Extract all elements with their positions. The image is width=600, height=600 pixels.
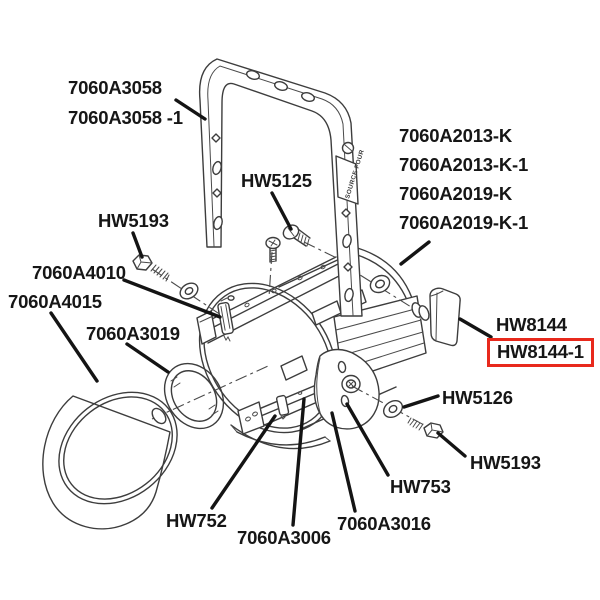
leader-7060A3058	[174, 98, 207, 121]
reflector-cone	[42, 391, 178, 530]
leader-HW753	[345, 402, 390, 477]
part-label-HW5125: HW5125	[241, 170, 312, 191]
pan-head-screw	[265, 236, 281, 263]
part-label-HW5193-lower: HW5193	[470, 452, 541, 473]
leader-HW752	[210, 414, 277, 510]
leader-7060A3016	[330, 411, 357, 513]
hw8144-knob	[411, 287, 461, 347]
washer-upper	[179, 282, 199, 300]
part-label-HW5126: HW5126	[442, 387, 513, 408]
leader-7060A3019	[125, 342, 170, 374]
leader-7060A3006	[291, 397, 306, 527]
part-label-7060A2013-K: 7060A2013-K	[399, 125, 512, 146]
part-label-HW8144: HW8144	[496, 314, 567, 335]
yoke-attach-washer	[369, 274, 391, 294]
hw5193-bolt-upper	[132, 254, 170, 282]
leader-7060A2013	[399, 240, 431, 266]
part-label-7060A2013-K-1: 7060A2013-K-1	[399, 154, 529, 175]
rail-clip-front	[217, 301, 234, 335]
part-label-7060A3058: 7060A3058	[68, 77, 162, 98]
leader-HW5125	[270, 191, 293, 231]
part-label-7060A3058-1: 7060A3058 -1	[68, 107, 183, 128]
bottom-accessory-rail	[237, 377, 339, 435]
part-label-7060A2019-K-1: 7060A2019-K-1	[399, 212, 529, 233]
part-label-7060A3016: 7060A3016	[337, 513, 431, 534]
top-accessory-rail	[196, 256, 342, 345]
hw5125-screw	[282, 224, 311, 247]
cone-mount-hole	[151, 407, 167, 425]
leader-lines	[49, 98, 493, 527]
leader-HW5193-lower	[436, 431, 467, 458]
part-label-7060A2019-K: 7060A2019-K	[399, 183, 512, 204]
part-label-7060A3006: 7060A3006	[237, 527, 331, 548]
leader-7060A4015	[49, 311, 99, 383]
leader-HW8144	[458, 317, 493, 339]
part-label-HW752: HW752	[166, 510, 227, 531]
yoke-name-plate	[335, 155, 359, 205]
retaining-ring	[163, 362, 225, 430]
rail-clip-bottom	[275, 394, 290, 416]
part-label-7060A3019: 7060A3019	[86, 323, 180, 344]
part-label-HW753: HW753	[390, 476, 451, 497]
part-label-HW8144-1-highlighted: HW8144-1	[487, 338, 594, 368]
leader-HW5193-upper	[131, 231, 144, 259]
hw5126-washer	[382, 399, 404, 419]
leader-7060A4010	[122, 278, 222, 319]
part-label-7060A4010: 7060A4010	[32, 262, 126, 283]
part-label-HW5193-upper: HW5193	[98, 210, 169, 231]
leader-HW5126	[402, 394, 440, 409]
part-label-7060A4015: 7060A4015	[8, 291, 102, 312]
